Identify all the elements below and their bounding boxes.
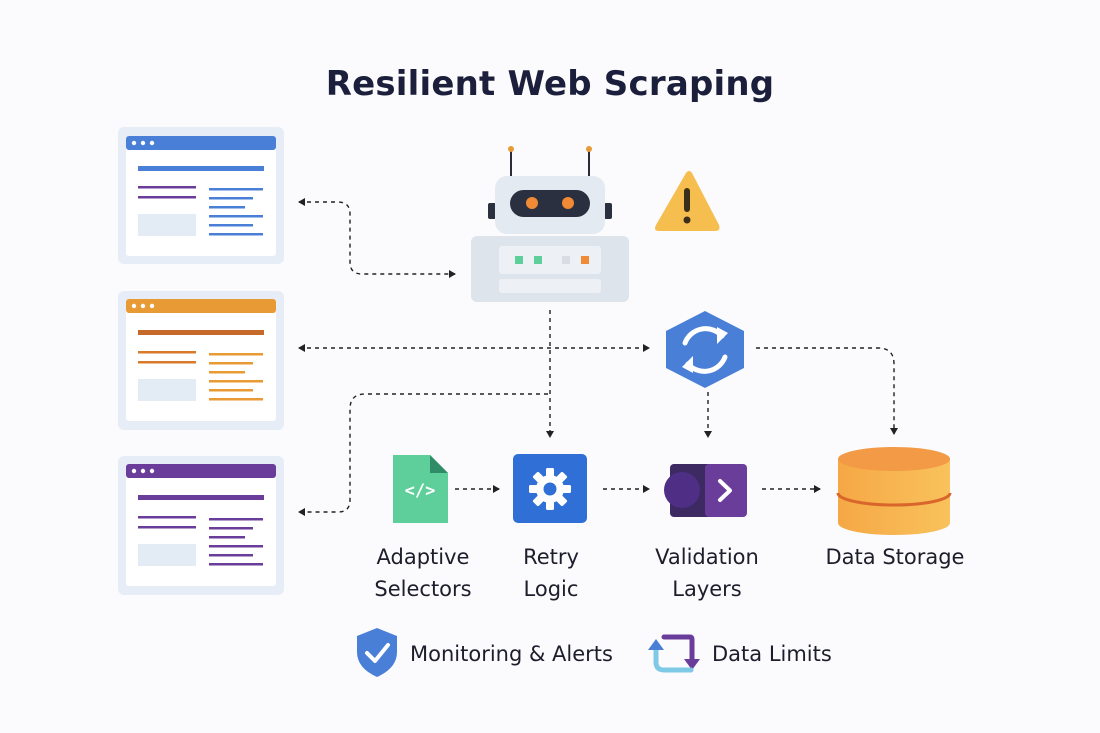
chevron-right-icon xyxy=(664,464,747,517)
legend-monitoring-alerts: Monitoring & Alerts xyxy=(410,642,613,666)
refresh-hexagon-icon xyxy=(666,311,744,388)
validation-layers-label: Validation Layers xyxy=(636,541,778,605)
warning-icon xyxy=(655,171,720,231)
cycle-arrows-icon xyxy=(648,634,700,673)
legend-data-limits: Data Limits xyxy=(712,642,832,666)
browser-window-icon xyxy=(118,456,284,595)
data-storage-line1: Data Storage xyxy=(825,545,965,569)
adaptive-selectors-label: Adaptive Selectors xyxy=(362,541,484,605)
retry-logic-label: Retry Logic xyxy=(500,541,602,605)
adaptive-selectors-line1: Adaptive xyxy=(376,545,470,569)
gear-icon xyxy=(513,454,587,523)
adaptive-selectors-line2: Selectors xyxy=(374,577,472,601)
browser-window-icon xyxy=(118,291,284,430)
diagram-title: Resilient Web Scraping xyxy=(325,64,775,104)
robot-server-icon xyxy=(471,146,629,302)
retry-logic-line1: Retry xyxy=(523,545,579,569)
browser-window-icon xyxy=(118,127,284,264)
connector-lines xyxy=(298,198,898,516)
shield-check-icon xyxy=(357,628,397,677)
database-icon xyxy=(836,447,952,535)
data-storage-label: Data Storage xyxy=(814,541,976,573)
validation-layers-line1: Validation xyxy=(655,545,759,569)
validation-layers-line2: Layers xyxy=(672,577,742,601)
retry-logic-line2: Logic xyxy=(523,577,579,601)
svg-text:</>: </> xyxy=(405,481,436,501)
code-file-icon: </> xyxy=(393,455,448,523)
